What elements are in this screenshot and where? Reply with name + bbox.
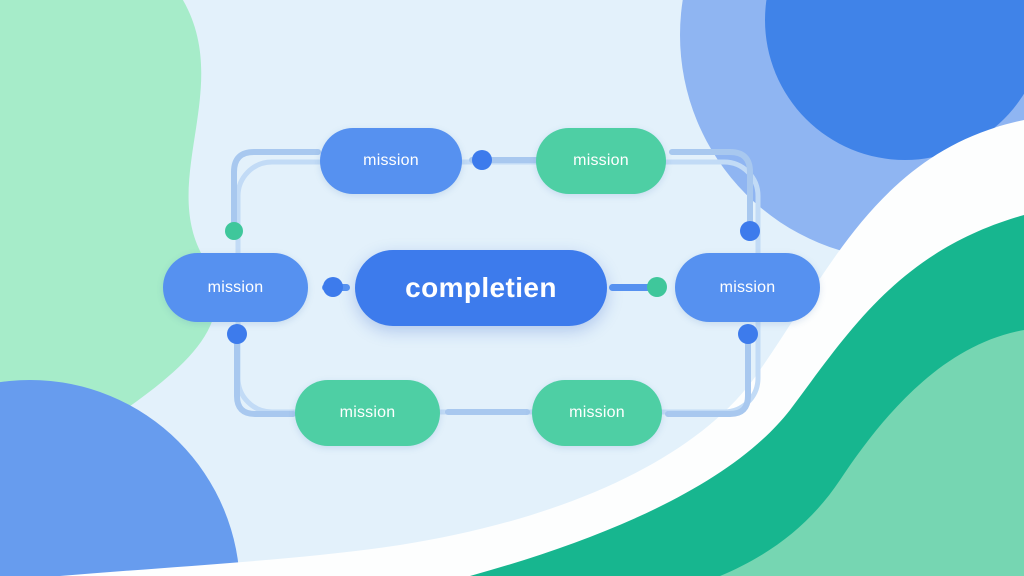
stub-center-right [609, 284, 651, 291]
node-middle-left-label: mission [207, 278, 264, 296]
node-bottom-left[interactable]: mission [295, 380, 440, 446]
dot-below-middle-right[interactable] [738, 324, 758, 344]
link-midleft-up-topleft [231, 149, 321, 225]
node-bottom-right-label: mission [569, 404, 625, 421]
link-midleft-down-bottomleft [234, 341, 296, 417]
link-midright-up-topright [669, 149, 753, 225]
node-top-right[interactable]: mission [536, 128, 666, 194]
node-top-left[interactable]: mission [320, 128, 462, 194]
node-top-right-label: mission [573, 152, 629, 169]
dot-top-link[interactable] [472, 150, 492, 170]
node-bottom-right[interactable]: mission [532, 380, 662, 446]
node-middle-right[interactable]: mission [675, 253, 820, 322]
link-midright-down-bottomright [665, 341, 751, 417]
dot-center-left-link[interactable] [323, 277, 343, 297]
bg-ring-inner [765, 0, 1024, 160]
dot-above-middle-left[interactable] [225, 222, 243, 240]
node-top-left-label: mission [363, 152, 419, 169]
node-middle-left[interactable]: mission [163, 253, 308, 322]
bg-green-wave-light [720, 330, 1024, 576]
dot-center-right-link[interactable] [647, 277, 667, 297]
node-center-completion[interactable]: completien [355, 250, 607, 326]
node-bottom-left-label: mission [339, 404, 396, 421]
bg-circle-bottom-left [0, 380, 240, 576]
dot-below-middle-left[interactable] [227, 324, 247, 344]
dot-above-middle-right[interactable] [740, 221, 760, 241]
node-middle-right-label: mission [719, 278, 776, 296]
node-center-label: completien [405, 272, 557, 303]
